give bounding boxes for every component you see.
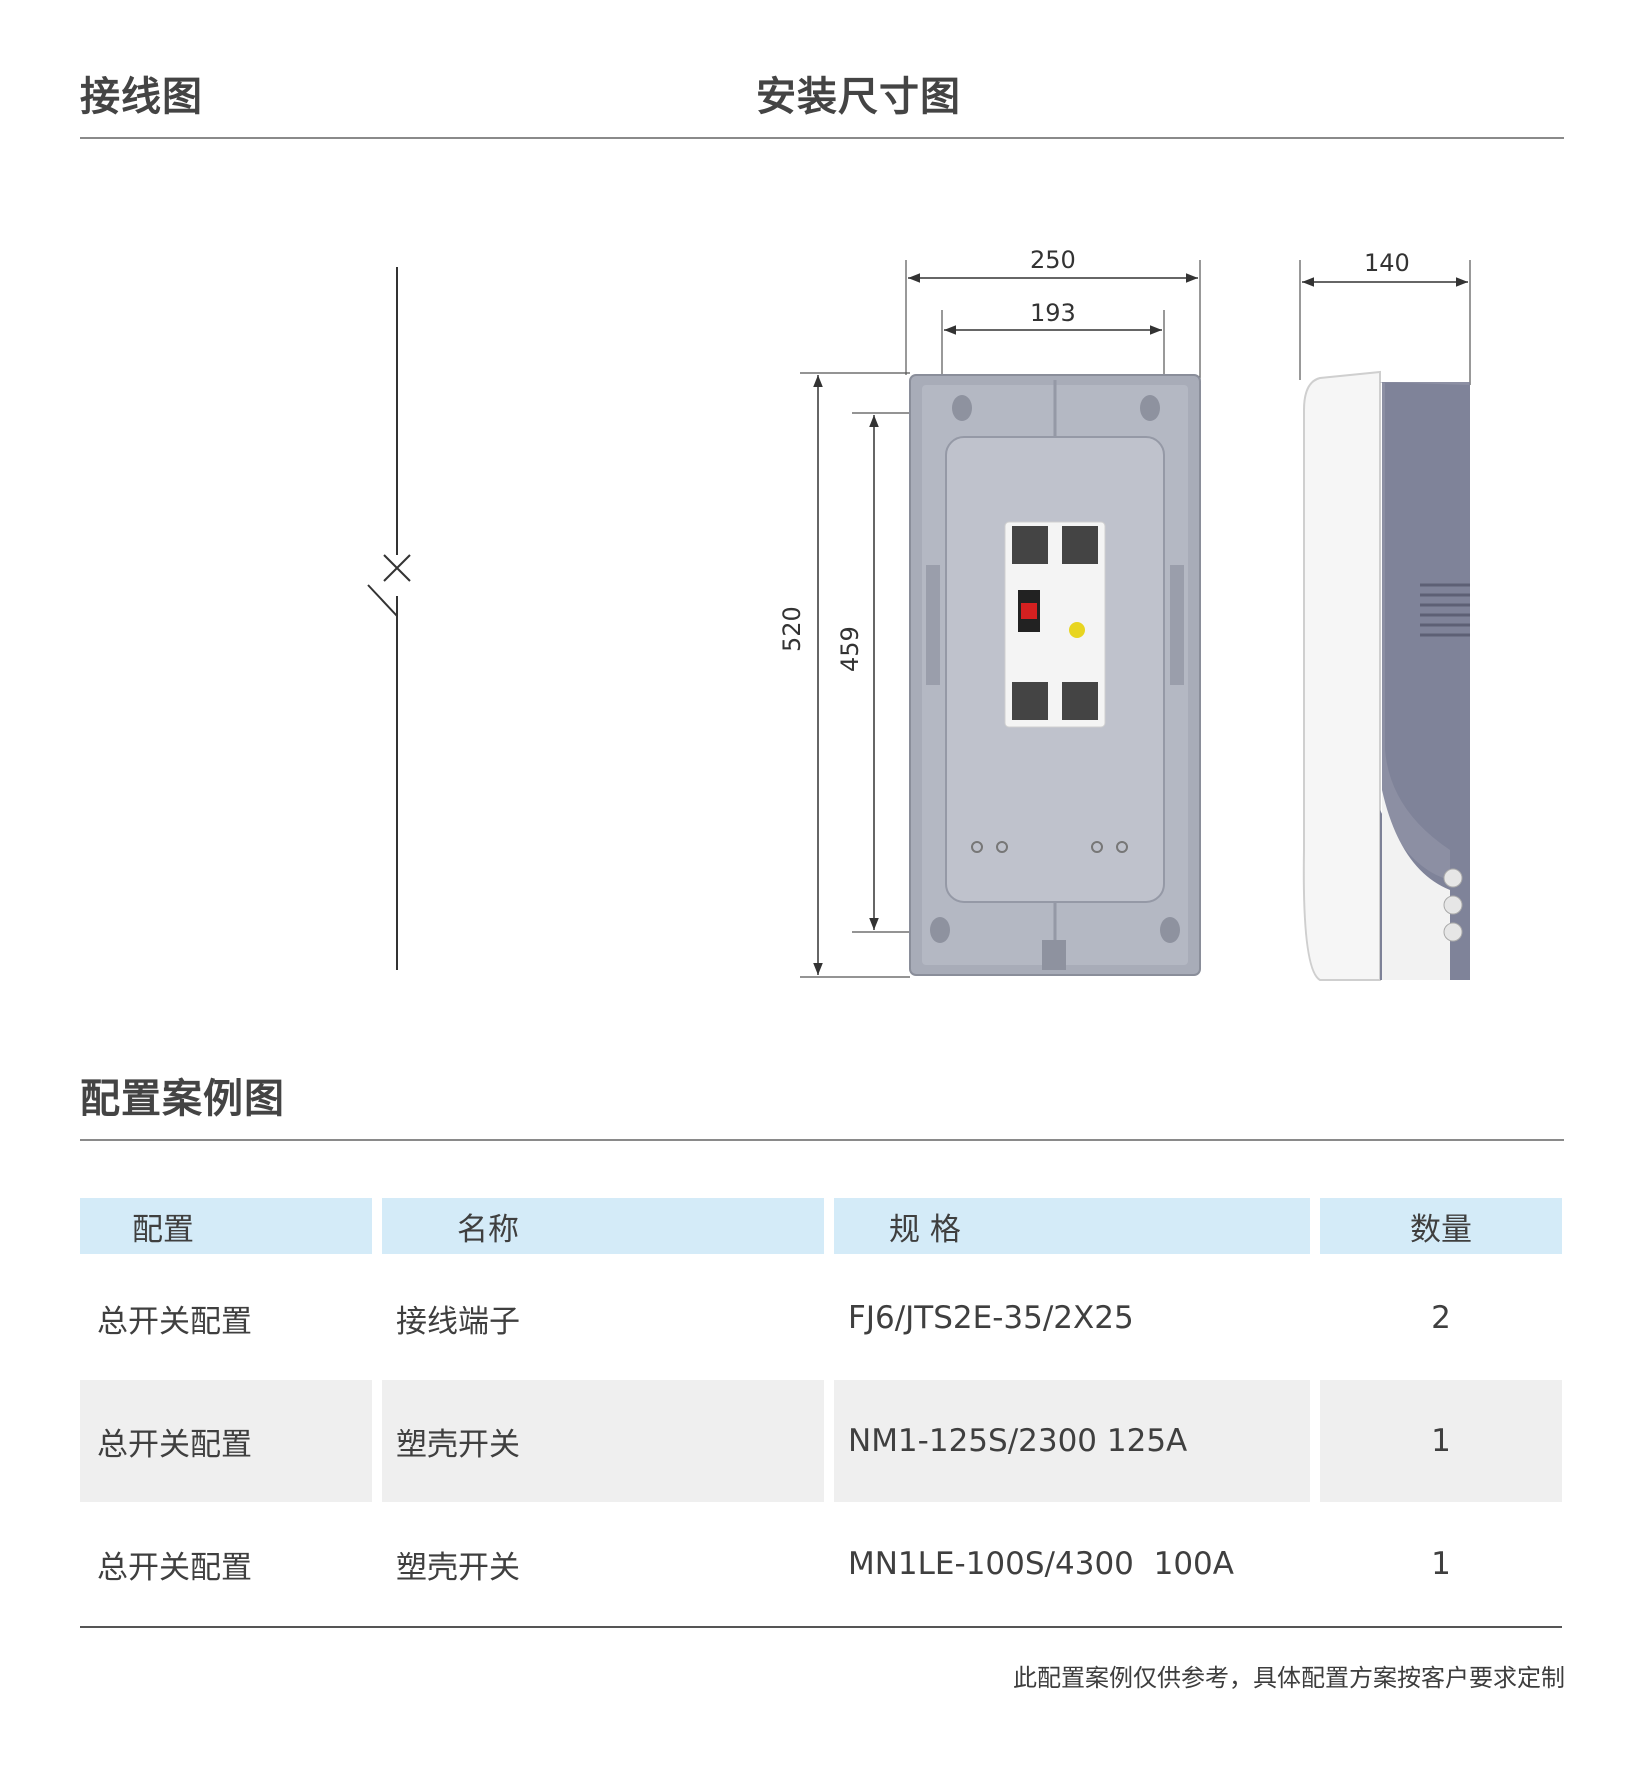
table-header-spec: 规 格 (834, 1198, 1310, 1254)
dim-width-outer: 250 (1030, 246, 1076, 274)
dim-width-inner: 193 (1030, 299, 1076, 327)
wiring-diagram (367, 267, 411, 970)
side-cover (1302, 370, 1381, 981)
table-header-config: 配置 (80, 1198, 372, 1254)
table-bottom-rule (80, 1626, 1562, 1628)
dim-height-outer: 520 (778, 606, 806, 652)
breaker (1004, 521, 1106, 728)
table-row-1-config: 总开关配置 (97, 1303, 252, 1340)
table-row-1-name: 接线端子 (396, 1303, 520, 1340)
top-divider (80, 137, 1564, 139)
table-header-qty: 数量 (1320, 1198, 1562, 1254)
side-view-drawing (1299, 260, 1471, 981)
table-row-1-qty: 2 (1431, 1300, 1451, 1336)
table-row-2-qty: 1 (1320, 1380, 1562, 1502)
dim-height-inner: 459 (836, 626, 864, 672)
table-row-2-name: 塑壳开关 (382, 1380, 824, 1502)
footnote: 此配置案例仅供参考，具体配置方案按客户要求定制 (1013, 1664, 1565, 1692)
table-row-2-config: 总开关配置 (80, 1380, 372, 1502)
wiring-heading: 接线图 (80, 74, 203, 120)
table-row-3-spec: MN1LE-100S/4300 100A (848, 1546, 1234, 1582)
front-view-drawing (800, 260, 1201, 978)
table-row-2-spec: NM1-125S/2300 125A (834, 1380, 1310, 1502)
table-row-3-name: 塑壳开关 (396, 1549, 520, 1586)
install-heading: 安装尺寸图 (756, 74, 961, 120)
dim-depth: 140 (1364, 249, 1410, 277)
table-header-name: 名称 (382, 1198, 824, 1254)
table-row-1-spec: FJ6/JTS2E-35/2X25 (848, 1300, 1134, 1336)
table-row-3-qty: 1 (1431, 1546, 1451, 1582)
table-row-3-config: 总开关配置 (97, 1549, 252, 1586)
config-heading: 配置案例图 (80, 1076, 285, 1122)
config-divider (80, 1139, 1564, 1141)
